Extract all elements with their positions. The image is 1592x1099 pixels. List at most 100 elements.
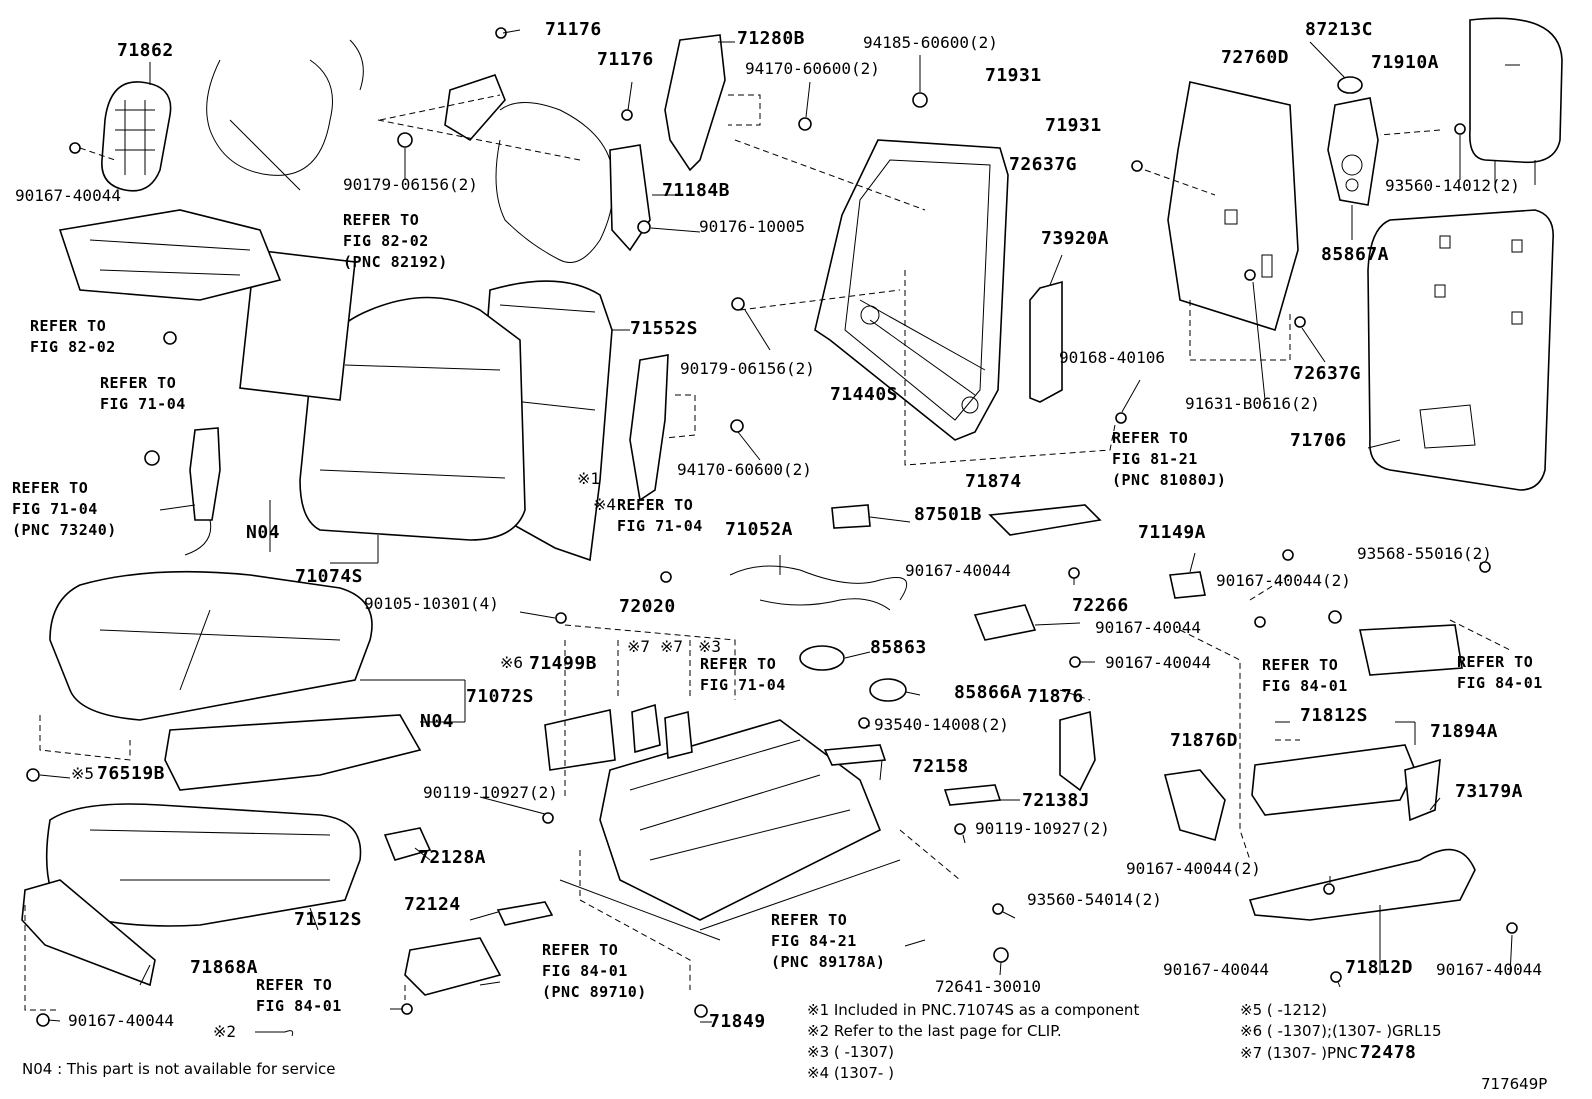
mark-1: ※1 <box>577 469 601 488</box>
mark-5: ※5 <box>71 764 95 783</box>
ref-fig-81-21-pnc-81080J[interactable]: REFER TO FIG 81-21 (PNC 81080J) <box>1112 429 1227 489</box>
label-87213C[interactable]: 87213C <box>1305 19 1374 40</box>
switch-bracket-71149A <box>1169 571 1206 599</box>
ref-fig-71-04-b[interactable]: REFER TO FIG 71-04 <box>617 496 703 535</box>
label-85863[interactable]: 85863 <box>870 637 927 658</box>
ref-fig-84-21-pnc-89178A[interactable]: REFER TO FIG 84-21 (PNC 89178A) <box>771 911 886 971</box>
ref-fig-71-04-a[interactable]: REFER TO FIG 71-04 <box>100 374 186 413</box>
label-94170-60600-a[interactable]: 94170-60600(2) <box>745 59 880 78</box>
label-71874[interactable]: 71874 <box>965 471 1022 492</box>
label-90167-40044-g[interactable]: 90167-40044 <box>1436 960 1542 979</box>
leader-lines <box>39 29 1520 1023</box>
label-71176-b[interactable]: 71176 <box>597 49 654 70</box>
label-90119-10927-a[interactable]: 90119-10927(2) <box>423 783 558 802</box>
mark-7-b: ※7 <box>660 637 684 656</box>
connector-87501B <box>831 504 871 529</box>
label-71512S[interactable]: 71512S <box>294 909 363 930</box>
label-71812S[interactable]: 71812S <box>1300 705 1369 726</box>
label-93560-14012[interactable]: 93560-14012(2) <box>1385 176 1520 195</box>
label-87501B[interactable]: 87501B <box>914 504 983 525</box>
side-airbag-bracket <box>664 34 726 172</box>
label-71499B[interactable]: 71499B <box>529 653 598 674</box>
label-90168-40106[interactable]: 90168-40106 <box>1059 348 1165 367</box>
ref-fig-82-02[interactable]: REFER TO FIG 82-02 <box>30 317 116 356</box>
seat-belt-buckle <box>159 427 221 556</box>
label-71876[interactable]: 71876 <box>1027 686 1084 707</box>
label-90167-40044-e[interactable]: 90167-40044 <box>1163 960 1269 979</box>
footnote-2: ※2 Refer to the last page for CLIP. <box>807 1022 1062 1040</box>
label-72138J[interactable]: 72138J <box>1022 790 1091 811</box>
label-72124[interactable]: 72124 <box>404 894 461 915</box>
ref-fig-82-02-pnc-82192[interactable]: REFER TO FIG 82-02 (PNC 82192) <box>343 211 448 271</box>
label-90167-40044-d[interactable]: 90167-40044 <box>1105 653 1211 672</box>
label-71706[interactable]: 71706 <box>1290 430 1347 451</box>
ref-fig-84-01-b[interactable]: REFER TO FIG 84-01 <box>1457 653 1543 692</box>
label-90179-06156-b[interactable]: 90179-06156(2) <box>680 359 815 378</box>
label-71894A[interactable]: 71894A <box>1430 721 1499 742</box>
label-72641-30010[interactable]: 72641-30010 <box>935 977 1041 996</box>
label-85867A[interactable]: 85867A <box>1321 244 1390 265</box>
label-71931-b[interactable]: 71931 <box>1045 115 1102 136</box>
label-93540-14008[interactable]: 93540-14008(2) <box>874 715 1009 734</box>
label-71184B[interactable]: 71184B <box>662 180 731 201</box>
footnote-7-pnc[interactable]: 72478 <box>1359 1042 1417 1063</box>
label-93568-55016[interactable]: 93568-55016(2) <box>1357 544 1492 563</box>
label-71072S[interactable]: 71072S <box>466 686 535 707</box>
label-71149A[interactable]: 71149A <box>1138 522 1207 543</box>
ref-fig-84-01-c[interactable]: REFER TO FIG 84-01 <box>256 976 342 1015</box>
footnote-7-prefix: ※7 (1307- )PNC <box>1240 1044 1358 1062</box>
ref-fig-84-01-pnc-89710[interactable]: REFER TO FIG 84-01 (PNC 89710) <box>542 941 647 1001</box>
ref-fig-84-01-a[interactable]: REFER TO FIG 84-01 <box>1262 656 1348 695</box>
label-71052A[interactable]: 71052A <box>725 519 794 540</box>
label-71552S[interactable]: 71552S <box>630 318 699 339</box>
label-90167-40044-2a[interactable]: 90167-40044(2) <box>1216 571 1351 590</box>
side-bracket <box>629 354 669 502</box>
label-90167-40044-f[interactable]: 90167-40044 <box>68 1011 174 1030</box>
label-71074S[interactable]: 71074S <box>295 566 364 587</box>
lumbar-support <box>101 81 172 192</box>
label-91631-B0616[interactable]: 91631-B0616(2) <box>1185 394 1320 413</box>
label-N04-b[interactable]: N04 <box>420 711 455 732</box>
label-71440S[interactable]: 71440S <box>830 384 899 405</box>
label-90179-06156-a[interactable]: 90179-06156(2) <box>343 175 478 194</box>
label-71931-a[interactable]: 71931 <box>985 65 1042 86</box>
label-71862[interactable]: 71862 <box>117 40 174 61</box>
headrest-bracket <box>1327 76 1379 206</box>
label-72760D[interactable]: 72760D <box>1221 47 1290 68</box>
label-90167-40044-c[interactable]: 90167-40044 <box>1095 618 1201 637</box>
wire-harness-upper <box>206 39 364 191</box>
label-71176-a[interactable]: 71176 <box>545 19 602 40</box>
label-73920A[interactable]: 73920A <box>1041 228 1110 249</box>
cover-72266 <box>973 604 1037 641</box>
shield-71876D <box>1163 769 1226 841</box>
label-71876D[interactable]: 71876D <box>1170 730 1239 751</box>
ref-fig-71-04-c[interactable]: REFER TO FIG 71-04 <box>700 655 786 694</box>
label-90176-10005[interactable]: 90176-10005 <box>699 217 805 236</box>
label-N04-a[interactable]: N04 <box>246 522 281 543</box>
label-90167-40044-2b[interactable]: 90167-40044(2) <box>1126 859 1261 878</box>
label-72128A[interactable]: 72128A <box>418 847 487 868</box>
label-85866A[interactable]: 85866A <box>954 682 1023 703</box>
label-71849[interactable]: 71849 <box>709 1011 766 1032</box>
label-90167-40044-b[interactable]: 90167-40044 <box>905 561 1011 580</box>
lumbar-pad <box>1029 280 1063 403</box>
label-94170-60600-b[interactable]: 94170-60600(2) <box>677 460 812 479</box>
label-76519B[interactable]: 76519B <box>97 763 166 784</box>
label-90167-40044-a[interactable]: 90167-40044 <box>15 186 121 205</box>
label-90105-10301[interactable]: 90105-10301(4) <box>364 594 499 613</box>
label-71910A[interactable]: 71910A <box>1371 52 1440 73</box>
label-72637G-a[interactable]: 72637G <box>1009 154 1078 175</box>
label-71280B[interactable]: 71280B <box>737 28 806 49</box>
label-71868A[interactable]: 71868A <box>190 957 259 978</box>
label-93560-54014[interactable]: 93560-54014(2) <box>1027 890 1162 909</box>
label-90119-10927-b[interactable]: 90119-10927(2) <box>975 819 1110 838</box>
label-94185-60600[interactable]: 94185-60600(2) <box>863 33 998 52</box>
label-72020[interactable]: 72020 <box>619 596 676 617</box>
label-72266[interactable]: 72266 <box>1072 595 1129 616</box>
label-73179A[interactable]: 73179A <box>1455 781 1524 802</box>
label-71812D[interactable]: 71812D <box>1345 957 1414 978</box>
label-72637G-b[interactable]: 72637G <box>1293 363 1362 384</box>
label-72158[interactable]: 72158 <box>912 756 969 777</box>
cover-85866A <box>869 678 907 702</box>
ref-fig-71-04-pnc-73240[interactable]: REFER TO FIG 71-04 (PNC 73240) <box>12 479 117 539</box>
